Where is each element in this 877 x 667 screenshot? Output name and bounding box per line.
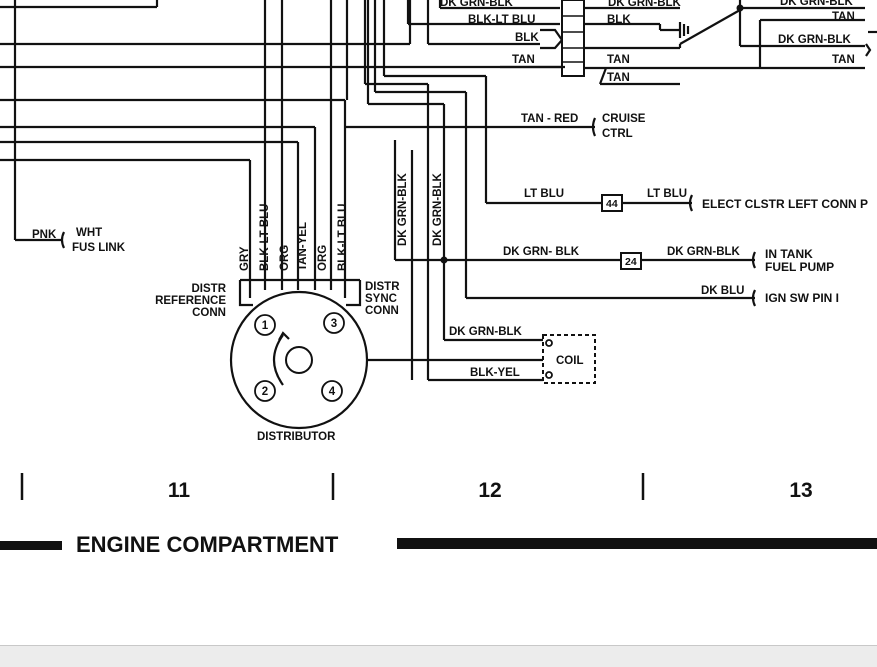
wire-label: TAN xyxy=(832,54,855,66)
section-bar xyxy=(0,538,877,550)
grid-numbers: 11 12 13 xyxy=(168,479,813,502)
left-labels: PNK WHT FUS LINK xyxy=(32,227,126,254)
branch-labels: TAN - RED CRUISE CTRL LT BLU 44 LT BLU E… xyxy=(449,113,868,379)
fuel-pump-circuit xyxy=(395,251,756,270)
coil-label: COIL xyxy=(556,355,583,367)
wire-label: DK GRN-BLK xyxy=(608,0,682,9)
distr-sync-label: CONN xyxy=(365,305,399,317)
wire-label: LT BLU xyxy=(524,188,564,200)
wire-label: DK GRN-BLK xyxy=(667,246,741,258)
grid-number: 12 xyxy=(478,479,501,502)
wire-label: TAN xyxy=(607,72,630,84)
left-bus-wires xyxy=(0,0,565,242)
wire-label: BLK xyxy=(515,32,539,44)
wire-label: PNK xyxy=(32,229,57,241)
cruise-label: CTRL xyxy=(602,128,633,140)
ign-sw-circuit xyxy=(466,289,756,307)
distributor-labels: DISTR REFERENCE CONN DISTR SYNC CONN DIS… xyxy=(155,281,400,443)
distributor-pin: 4 xyxy=(329,386,336,398)
wire-label: BLK-LT BLU xyxy=(259,204,271,272)
wire-label: TAN - RED xyxy=(521,113,578,125)
top-wire-labels: DK GRN-BLK BLK-LT BLU BLK TAN DK GRN-BLK… xyxy=(440,0,855,84)
splice-24: 24 xyxy=(625,256,637,268)
ign-sw-label: IGN SW PIN I xyxy=(765,291,839,305)
wire-label: BLK-LT BLU xyxy=(337,204,349,272)
wire-label: GRY xyxy=(239,246,251,271)
fus-link-label: FUS LINK xyxy=(72,242,126,254)
wire-label: TAN xyxy=(512,54,535,66)
wire-label: BLK xyxy=(607,14,631,26)
fuel-pump-label: FUEL PUMP xyxy=(765,260,834,274)
distr-sync-label: DISTR xyxy=(365,281,400,293)
wire-label: DK GRN-BLK xyxy=(778,34,852,46)
wire-label: DK GRN-BLK xyxy=(397,172,409,246)
distr-sync-label: SYNC xyxy=(365,293,397,305)
wire-label: ORG xyxy=(317,245,329,271)
wire-label: DK GRN-BLK xyxy=(440,0,514,9)
wire-label: BLK-YEL xyxy=(470,367,520,379)
grid-number: 13 xyxy=(789,479,812,502)
wire-label: DK BLU xyxy=(701,285,744,297)
grid-number: 11 xyxy=(168,479,191,502)
wire-label: DK GRN- BLK xyxy=(503,246,580,258)
cruise-label: CRUISE xyxy=(602,113,646,125)
distr-ref-label: REFERENCE xyxy=(155,295,226,307)
distributor-label: DISTRIBUTOR xyxy=(257,431,336,443)
viewer-bottom-bar xyxy=(0,645,877,667)
wire-label: DK GRN-BLK xyxy=(432,172,444,246)
distr-ref-label: CONN xyxy=(192,307,226,319)
wire-label: DK GRN-BLK xyxy=(449,326,523,338)
wire-label: LT BLU xyxy=(647,188,687,200)
section-title: ENGINE COMPARTMENT xyxy=(76,532,339,557)
distributor-pin: 1 xyxy=(262,320,269,332)
splice-44: 44 xyxy=(606,198,618,210)
wire-label: ORG xyxy=(279,245,291,271)
distr-ref-label: DISTR xyxy=(192,283,227,295)
wire-label: TAN xyxy=(607,54,630,66)
wire-label: TAN-YEL xyxy=(297,222,309,271)
right-harness-wires xyxy=(584,0,877,86)
cruise-ctrl-circuit xyxy=(346,117,597,137)
fuel-pump-label: IN TANK xyxy=(765,247,813,261)
harness-vertical-wires xyxy=(248,0,560,380)
wire-label: TAN xyxy=(832,11,855,23)
wire-label: BLK-LT BLU xyxy=(468,14,536,26)
top-harness-connector xyxy=(500,0,585,77)
distributor-pin: 3 xyxy=(331,318,337,330)
wire-label: DK GRN-BLK xyxy=(780,0,854,8)
grid-ruler xyxy=(20,473,645,500)
fus-link-label: WHT xyxy=(76,227,102,239)
elect-clstr-circuit xyxy=(486,194,693,212)
distributor xyxy=(229,278,369,430)
elect-clstr-label: ELECT CLSTR LEFT CONN P xyxy=(702,197,868,211)
dk-grn-blk-verticals xyxy=(393,140,414,380)
distributor-pin: 2 xyxy=(262,386,268,398)
vertical-wire-labels: GRY BLK-LT BLU ORG TAN-YEL ORG BLK-LT BL… xyxy=(239,172,444,271)
